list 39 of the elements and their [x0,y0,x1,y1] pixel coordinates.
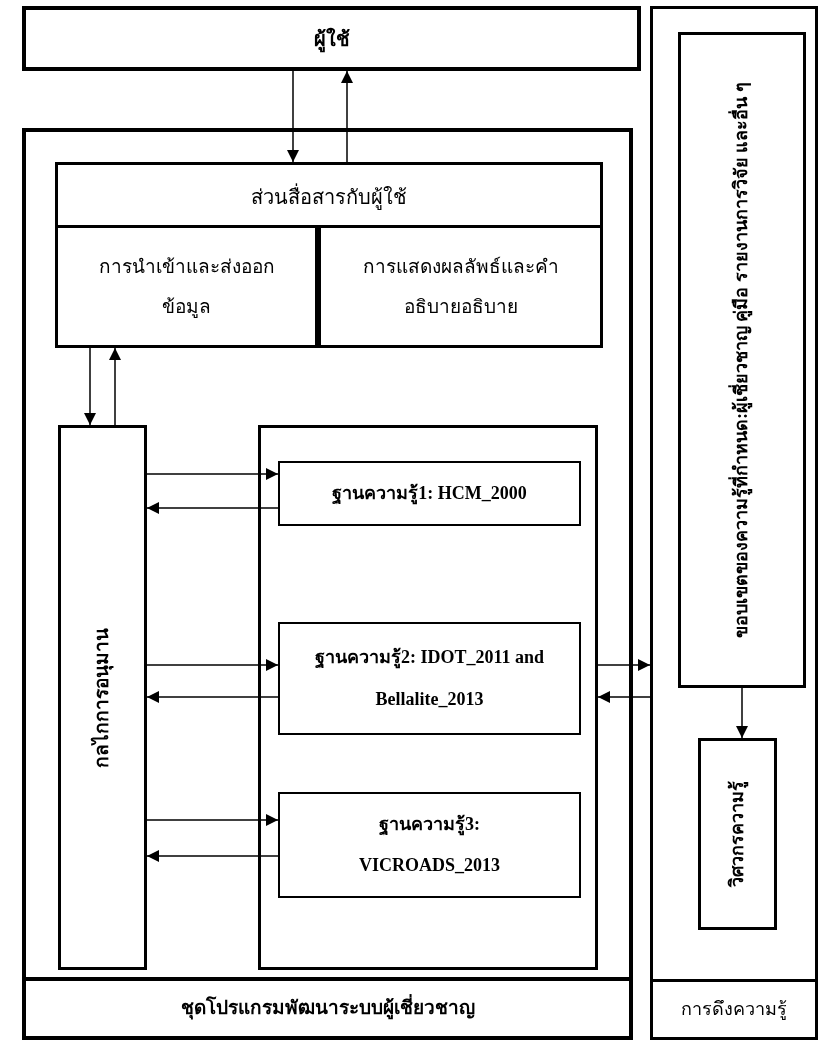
arrow [146,814,279,826]
arrow [146,502,279,514]
engineer-box [698,738,777,930]
arrow [597,659,651,671]
box-label: ผู้ใช้ [313,25,350,52]
user-box [22,6,641,71]
arrow [146,659,279,671]
knowledge-base-box [278,622,581,735]
arrow [146,850,279,862]
process-box [55,225,318,348]
vertical-label: กลไกการอนุมาน [90,627,114,768]
process-box [318,225,603,348]
arrow [109,347,121,426]
box-label: ฐานความรู้1: HCM_2000 [332,481,527,506]
box-label: ส่วนสื่อสารกับผู้ใช้ [251,183,407,210]
arrow [341,70,353,163]
engine-box [58,425,147,970]
knowledge-source-box [678,32,806,688]
arrow [146,691,279,703]
vertical-label: วิศวกรความรู้ [725,781,749,887]
arrow [84,347,96,426]
box-label: ฐานความรู้3: VICROADS_2013 [358,812,501,877]
system-frame [22,128,633,1040]
box-label: การดึงความรู้ [681,997,787,1022]
vertical-label: ผู้เชี่ยวชาญ คู่มือ รายงานการวิจัย และอื่น ๆ [730,82,753,413]
box-label: การแสดงผลลัพธ์และคำอธิบายอธิบาย [361,254,560,319]
arrow [287,70,299,163]
arrow [146,468,279,480]
knowledge-base-box [278,461,581,526]
arrow [597,691,651,703]
knowledge-base-box [278,792,581,898]
knowledge-base-container [258,425,598,970]
box-label: การนำเข้าและส่งออกข้อมูล [97,254,276,320]
box-label: ชุดโปรแกรมพัฒนาระบบผู้เชี่ยวชาญ [180,996,475,1021]
box-label: ฐานความรู้2: IDOT_2011 and Bellalite_2013 [313,646,545,711]
acquisition-frame [650,6,818,1040]
vertical-label: ขอบเขตของความรู้ที่กำหนด: [730,413,753,638]
interface-box [55,162,603,348]
arrow [736,687,748,739]
